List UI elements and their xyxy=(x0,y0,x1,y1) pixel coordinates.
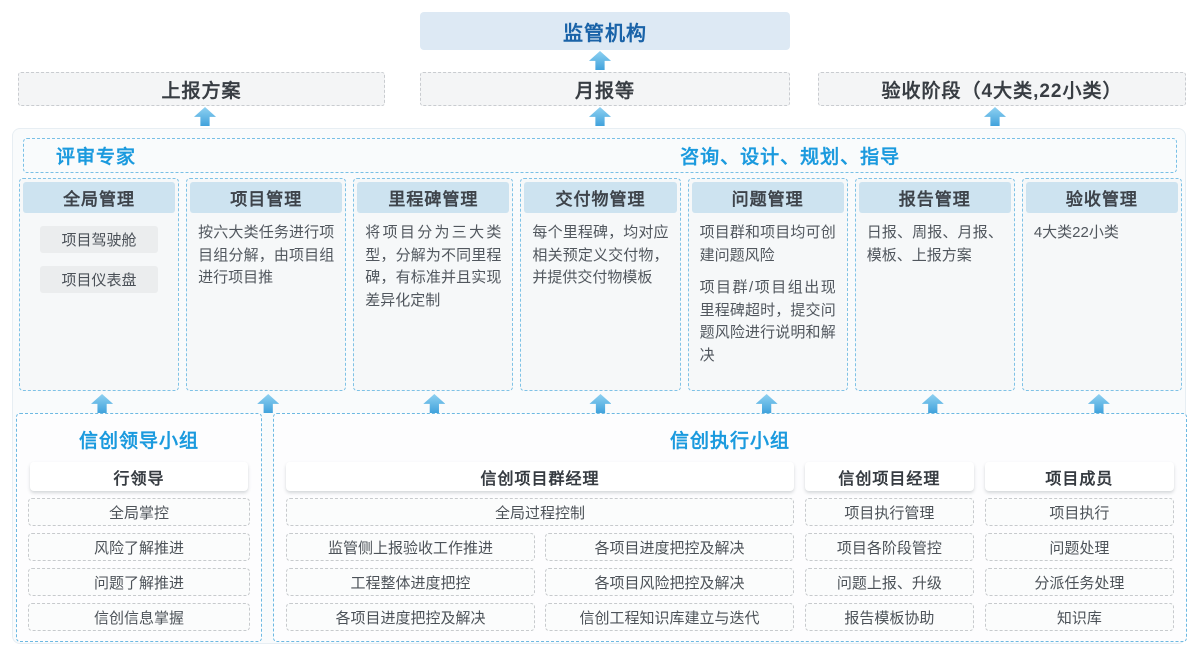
up-arrow-icon xyxy=(984,107,1006,126)
desc-text: 每个里程碑，均对应相关预定义交付物，并提供交付物模板 xyxy=(532,224,669,286)
up-arrow-icon xyxy=(257,394,280,413)
column-deliverable-mgmt: 交付物管理 每个里程碑，均对应相关预定义交付物，并提供交付物模板 xyxy=(520,178,681,391)
program-manager-column: 信创项目群经理 全局过程控制 监管侧上报验收工作推进 各项目进度把控及解决 工程… xyxy=(286,462,794,631)
list-item: 项目执行 xyxy=(984,498,1174,526)
column-desc: 日报、周报、月报、模板、上报方案 xyxy=(859,213,1011,267)
desc-text: 日报、周报、月报、模板、上报方案 xyxy=(866,224,1003,264)
list-item: 报告模板协助 xyxy=(805,603,974,631)
exec-roles-row: 信创项目群经理 全局过程控制 监管侧上报验收工作推进 各项目进度把控及解决 工程… xyxy=(286,462,1174,631)
up-arrow-icon xyxy=(589,107,611,126)
list-item: 分派任务处理 xyxy=(984,568,1174,596)
list-item: 知识库 xyxy=(984,603,1174,631)
capability-columns: 全局管理 项目驾驶舱 项目仪表盘 项目管理 按六大类任务进行项目组分解，由项目组… xyxy=(19,178,1182,391)
report-monthly-label: 月报等 xyxy=(574,80,635,102)
list-item: 各项目进度把控及解决 xyxy=(545,533,794,561)
up-arrow-icon xyxy=(194,107,216,126)
list-item: 全局掌控 xyxy=(28,498,250,526)
desc-text: 将项目分为三大类型，分解为不同里程碑，有标准并且实现差异化定制 xyxy=(365,224,502,309)
role-project-manager: 信创项目经理 xyxy=(805,462,974,491)
column-issue-mgmt: 问题管理 项目群和项目均可创建问题风险 项目群/项目组出现里程碑超时，提交问题风… xyxy=(687,178,848,391)
up-arrow-icon xyxy=(589,394,612,413)
project-manager-column: 信创项目经理 项目执行管理 项目各阶段管控 问题上报、升级 报告模板协助 xyxy=(805,462,974,631)
column-title: 问题管理 xyxy=(691,182,844,213)
report-plan-box: 上报方案 xyxy=(18,72,385,106)
list-item: 项目各阶段管控 xyxy=(805,533,974,561)
list-item: 工程整体进度把控 xyxy=(286,568,535,596)
platform-panel: 评审专家 咨询、设计、规划、指导 全局管理 项目驾驶舱 项目仪表盘 项目管理 按… xyxy=(12,128,1187,644)
leader-group-panel: 信创领导小组 行领导 全局掌控 风险了解推进 问题了解推进 信创信息掌握 xyxy=(16,413,262,642)
column-arrows-row xyxy=(19,394,1182,413)
column-title: 里程碑管理 xyxy=(357,182,510,213)
list-item: 各项目风险把控及解决 xyxy=(545,568,794,596)
exec-group-panel: 信创执行小组 信创项目群经理 全局过程控制 监管侧上报验收工作推进 各项目进度把… xyxy=(273,413,1187,642)
desc-text: 按六大类任务进行项目组分解，由项目组进行项目推 xyxy=(198,224,335,286)
role-member: 项目成员 xyxy=(984,462,1174,491)
column-title: 报告管理 xyxy=(858,182,1011,213)
up-arrow-icon xyxy=(921,394,944,413)
up-arrow-icon xyxy=(91,394,114,413)
column-acceptance-mgmt: 验收管理 4大类22小类 xyxy=(1021,178,1182,391)
column-desc: 将项目分为三大类型，分解为不同里程碑，有标准并且实现差异化定制 xyxy=(357,213,509,312)
column-title: 全局管理 xyxy=(23,182,176,213)
report-acceptance-box: 验收阶段（4大类,22小类） xyxy=(818,72,1186,106)
column-report-mgmt: 报告管理 日报、周报、月报、模板、上报方案 xyxy=(854,178,1015,391)
exec-group-title: 信创执行小组 xyxy=(669,431,790,452)
column-global-mgmt: 全局管理 项目驾驶舱 项目仪表盘 xyxy=(19,178,180,391)
list-item: 监管侧上报验收工作推进 xyxy=(286,533,535,561)
desc-text: 项目群和项目均可创建问题风险 xyxy=(699,224,836,264)
up-arrow-icon xyxy=(589,51,611,70)
up-arrow-icon xyxy=(423,394,446,413)
column-desc: 每个里程碑，均对应相关预定义交付物，并提供交付物模板 xyxy=(524,213,676,290)
list-item: 信创工程知识库建立与迭代 xyxy=(545,603,794,631)
program-manager-items-grid: 监管侧上报验收工作推进 各项目进度把控及解决 工程整体进度把控 各项目风险把控及… xyxy=(286,526,794,631)
desc-text: 4大类22小类 xyxy=(1033,224,1119,241)
column-milestone-mgmt: 里程碑管理 将项目分为三大类型，分解为不同里程碑，有标准并且实现差异化定制 xyxy=(353,178,514,391)
role-program-manager: 信创项目群经理 xyxy=(286,462,794,491)
column-project-mgmt: 项目管理 按六大类任务进行项目组分解，由项目组进行项目推 xyxy=(186,178,347,391)
leader-group-title: 信创领导小组 xyxy=(78,431,199,452)
list-item: 各项目进度把控及解决 xyxy=(286,603,535,631)
list-item: 信创信息掌握 xyxy=(28,603,250,631)
list-item: 项目仪表盘 xyxy=(40,266,159,293)
column-desc: 项目群和项目均可创建问题风险 项目群/项目组出现里程碑超时，提交问题风险进行说明… xyxy=(692,213,844,367)
desc-text: 项目群/项目组出现里程碑超时，提交问题风险进行说明和解决 xyxy=(699,279,836,364)
list-item: 问题上报、升级 xyxy=(805,568,974,596)
consulting-label: 咨询、设计、规划、指导 xyxy=(680,147,901,168)
column-desc: 按六大类任务进行项目组分解，由项目组进行项目推 xyxy=(190,213,342,290)
list-item: 全局过程控制 xyxy=(286,498,794,526)
report-plan-label: 上报方案 xyxy=(161,80,242,102)
regulator-box: 监管机构 xyxy=(420,12,790,50)
up-arrow-icon xyxy=(755,394,778,413)
list-item: 问题处理 xyxy=(984,533,1174,561)
role-bank-leader: 行领导 xyxy=(30,462,248,491)
column-title: 交付物管理 xyxy=(524,182,677,213)
column-desc: 4大类22小类 xyxy=(1026,213,1178,245)
experts-label: 评审专家 xyxy=(56,147,137,168)
column-title: 项目管理 xyxy=(190,182,343,213)
member-column: 项目成员 项目执行 问题处理 分派任务处理 知识库 xyxy=(984,462,1174,631)
list-item: 问题了解推进 xyxy=(28,568,250,596)
list-item: 项目驾驶舱 xyxy=(40,226,159,253)
report-acceptance-label: 验收阶段（4大类,22小类） xyxy=(881,80,1123,102)
list-item: 项目执行管理 xyxy=(805,498,974,526)
regulator-label: 监管机构 xyxy=(563,22,647,45)
column-title: 验收管理 xyxy=(1025,182,1178,213)
list-item: 风险了解推进 xyxy=(28,533,250,561)
report-monthly-box: 月报等 xyxy=(420,72,790,106)
experts-band: 评审专家 咨询、设计、规划、指导 xyxy=(23,138,1177,173)
up-arrow-icon xyxy=(1087,394,1110,413)
